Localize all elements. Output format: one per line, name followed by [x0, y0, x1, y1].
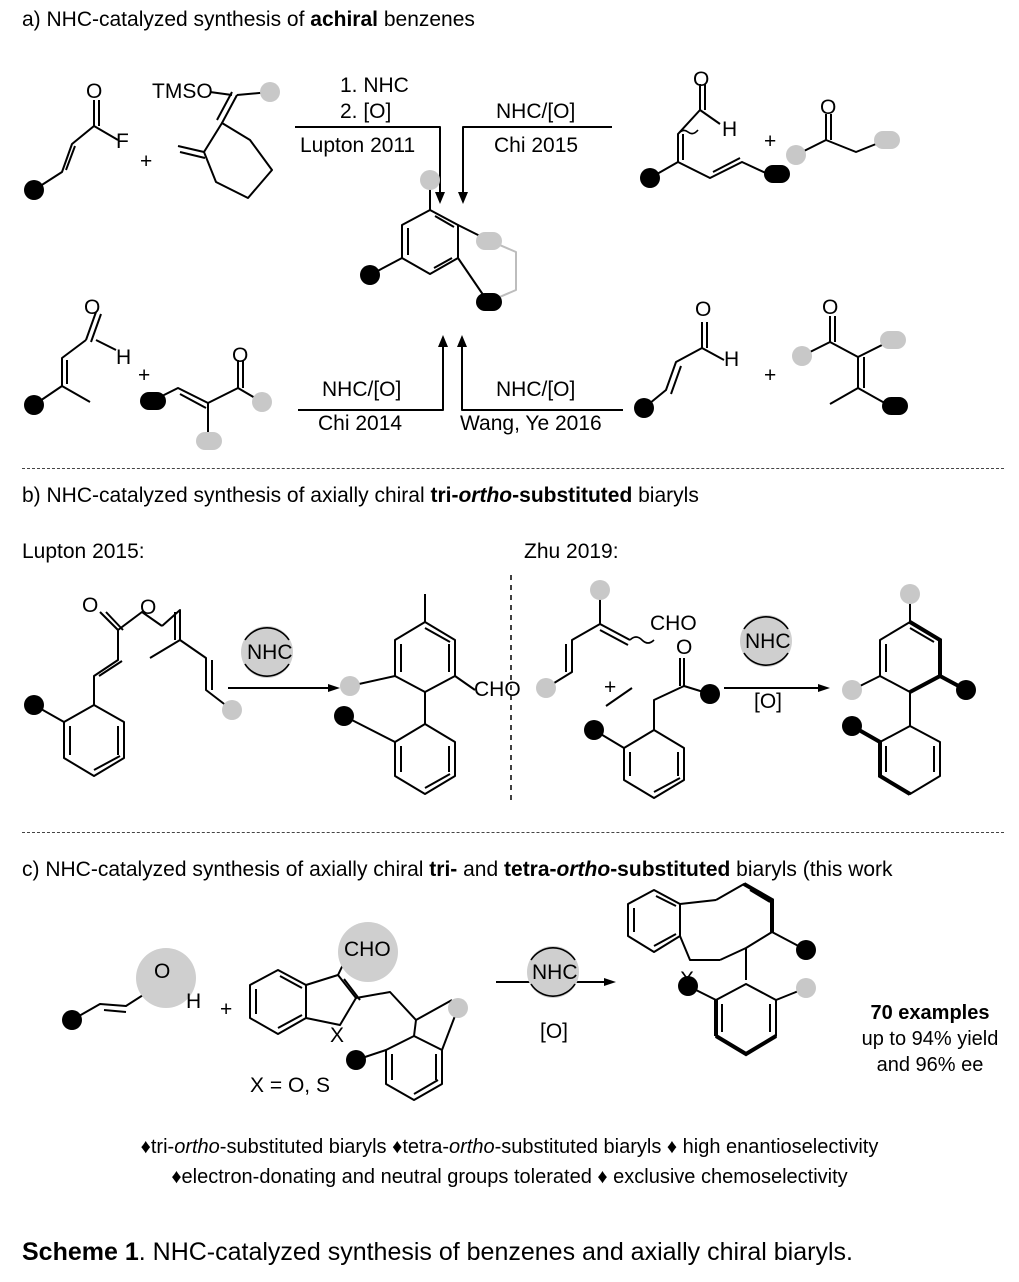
heteroatom-x: X	[680, 968, 695, 991]
plus-sign: +	[138, 364, 151, 387]
route1-cond1: 1. NHC	[340, 74, 409, 97]
nhc-catalyst: NHC	[745, 630, 791, 653]
lupton-2015-label: Lupton 2015:	[22, 540, 145, 563]
oxidant-label: [O]	[540, 1020, 569, 1043]
route2-cond: NHC/[O]	[496, 100, 576, 123]
zhu-2019-label: Zhu 2019:	[524, 540, 619, 563]
atom-o: O	[822, 296, 839, 319]
route3-cond: NHC/[O]	[322, 378, 402, 401]
atom-h: H	[116, 346, 132, 369]
feature-bullets-line1: ♦tri-ortho-substituted biaryls ♦tetra-or…	[140, 1136, 879, 1158]
plus-sign: +	[604, 676, 617, 699]
cho-label: CHO	[344, 938, 391, 961]
nhc-catalyst: NHC	[532, 961, 578, 984]
oxidant-label: [O]	[754, 690, 783, 713]
route2-ref: Chi 2015	[494, 134, 579, 157]
route1-ref: Lupton 2011	[300, 134, 416, 157]
plus-sign: +	[764, 130, 777, 153]
atom-h: H	[186, 990, 202, 1013]
atom-o: O	[693, 68, 710, 91]
atom-o: O	[84, 296, 101, 319]
divider	[22, 832, 1004, 833]
route3-ref: Chi 2014	[318, 412, 403, 435]
atom-o: O	[820, 96, 837, 119]
atom-o: O	[140, 596, 157, 619]
route1-cond2: 2. [O]	[340, 100, 392, 123]
atom-o: O	[86, 80, 103, 103]
cho-label: CHO	[650, 612, 697, 635]
tmso-label: TMSO	[152, 80, 213, 103]
section-c-header: c) NHC-catalyzed synthesis of axially ch…	[22, 858, 893, 881]
feature-bullets-line2: ♦electron-donating and neutral groups to…	[171, 1166, 848, 1188]
scheme-caption: Scheme 1. NHC-catalyzed synthesis of ben…	[22, 1238, 853, 1266]
divider	[22, 468, 1004, 469]
atom-o: O	[82, 594, 99, 617]
plus-sign: +	[140, 150, 153, 173]
atom-o: O	[676, 636, 693, 659]
route4-ref: Wang, Ye 2016	[460, 412, 602, 435]
atom-h: H	[724, 348, 740, 371]
plus-sign: +	[220, 998, 233, 1021]
atom-o: O	[154, 960, 171, 983]
results-summary: 70 examples up to 94% yield and 96% ee	[861, 1002, 999, 1076]
cho-label: CHO	[474, 678, 521, 701]
atom-h: H	[722, 118, 738, 141]
section-a-header: a) NHC-catalyzed synthesis of achiral be…	[22, 8, 475, 31]
plus-sign: +	[764, 364, 777, 387]
atom-o: O	[695, 298, 712, 321]
section-b-header: b) NHC-catalyzed synthesis of axially ch…	[22, 484, 699, 507]
x-definition: X = O, S	[250, 1074, 330, 1097]
atom-o: O	[232, 344, 249, 367]
route4-cond: NHC/[O]	[496, 378, 576, 401]
heteroatom-x: X	[330, 1024, 345, 1047]
nhc-catalyst: NHC	[247, 641, 293, 664]
atom-f: F	[116, 130, 129, 153]
